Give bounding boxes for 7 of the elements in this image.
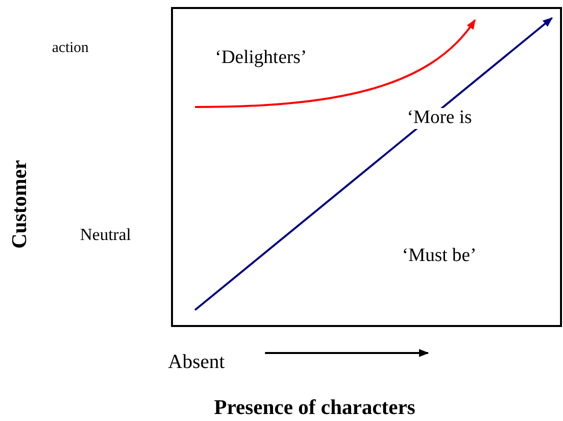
axis-title: Customer	[8, 160, 32, 249]
region-label: ‘Delighters’	[215, 48, 307, 69]
axis-label: action	[52, 40, 89, 56]
axis-title: Presence of characters	[214, 396, 416, 420]
region-label: ‘Must be’	[402, 246, 476, 267]
axis-label: Absent	[168, 351, 225, 373]
axis-label: Neutral	[80, 226, 131, 245]
